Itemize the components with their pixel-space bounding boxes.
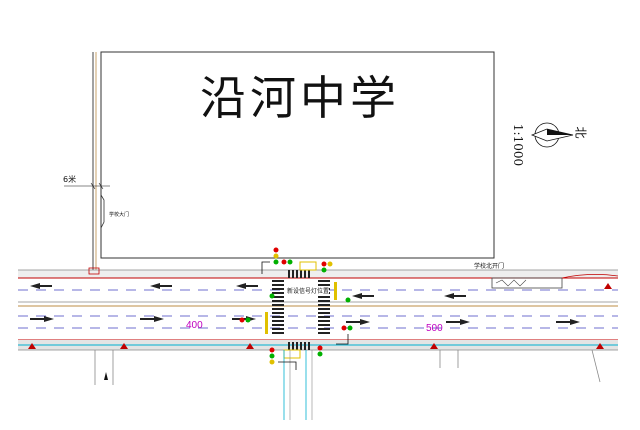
gate-label: 学校大门 <box>109 212 130 218</box>
traffic-signal-sw <box>269 347 297 370</box>
station-label-500: 500 <box>426 323 443 334</box>
gate-bollard <box>88 267 100 275</box>
traffic-signal-se <box>317 325 353 357</box>
crosswalk-south <box>288 342 310 350</box>
east-curb-curve <box>561 274 619 279</box>
crosswalk-west <box>272 280 284 334</box>
station-label-400: 400 <box>186 320 203 331</box>
scale-label: 1:1000 <box>511 123 526 167</box>
lane-arrows <box>30 283 580 325</box>
north-label: 北 <box>573 126 588 139</box>
crosswalk-north <box>288 270 310 278</box>
traffic-signal-w-mid <box>239 317 251 323</box>
dimension-label: 6米 <box>63 175 77 184</box>
traffic-signal-ne <box>321 261 333 273</box>
bus-bay-zigzag <box>495 279 527 287</box>
yellow-box-n <box>299 261 317 271</box>
yellow-box-s <box>283 349 301 359</box>
dimension-tick-right <box>98 182 104 190</box>
dimension-tick-left <box>90 182 96 190</box>
corner-markers <box>28 283 612 349</box>
yellow-mark-west <box>265 312 268 334</box>
school-plot-outline <box>100 51 495 259</box>
yellow-mark-east <box>334 282 337 300</box>
north-arrow <box>530 122 574 148</box>
traffic-signal-nw <box>261 247 293 274</box>
signal-location-label: 新设信号灯位置 <box>287 286 330 295</box>
gate-curve <box>100 194 105 258</box>
north-sidewalk <box>18 270 618 278</box>
north-gate-label: 学校北开门 <box>474 263 505 270</box>
south-branch-right <box>591 349 601 383</box>
south-marker <box>104 372 108 380</box>
bus-bay-east <box>491 277 563 289</box>
school-title: 沿河中学 <box>200 71 400 125</box>
traffic-signal-n-east <box>269 293 351 303</box>
